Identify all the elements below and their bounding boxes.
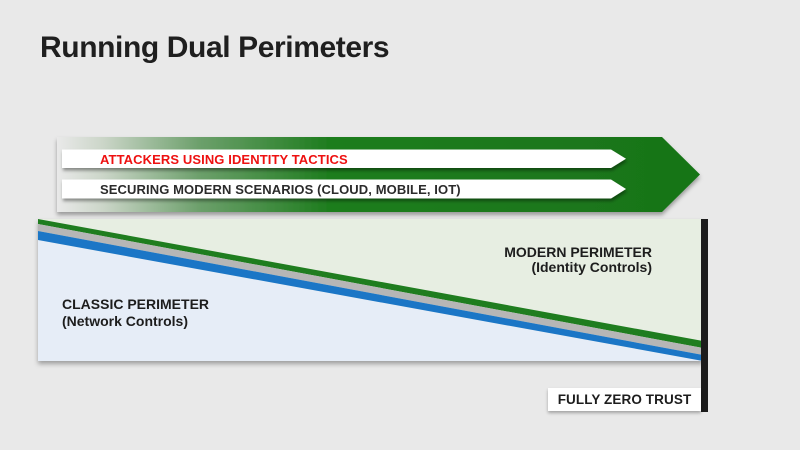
modern-perimeter-subtitle: (Identity Controls) — [531, 259, 652, 275]
diagonal-band-gray — [38, 224, 703, 355]
diagonal-band-blue — [38, 231, 703, 361]
classic-perimeter-subtitle: (Network Controls) — [62, 312, 188, 329]
green-arrow-banner — [57, 137, 700, 212]
fully-zero-trust-label: FULLY ZERO TRUST — [557, 392, 692, 407]
slide-title: Running Dual Perimeters — [40, 31, 390, 64]
attackers-bar-shape — [62, 149, 626, 168]
securing-bar-shape — [62, 179, 626, 199]
modern-perimeter-title: MODERN PERIMETER — [504, 244, 652, 260]
securing-bar-label: SECURING MODERN SCENARIOS (CLOUD, MOBILE… — [100, 181, 461, 197]
classic-perimeter-label: CLASSIC PERIMETER (Network Controls) — [62, 296, 209, 329]
diagonal-band-green — [38, 219, 703, 348]
zero-trust-vertical-bar — [701, 219, 708, 412]
modern-perimeter-label: MODERN PERIMETER (Identity Controls) — [504, 245, 652, 275]
fully-zero-trust-box: FULLY ZERO TRUST — [548, 388, 701, 411]
attackers-bar-label: ATTACKERS USING IDENTITY TACTICS — [100, 151, 348, 167]
classic-perimeter-title: CLASSIC PERIMETER — [62, 296, 210, 312]
